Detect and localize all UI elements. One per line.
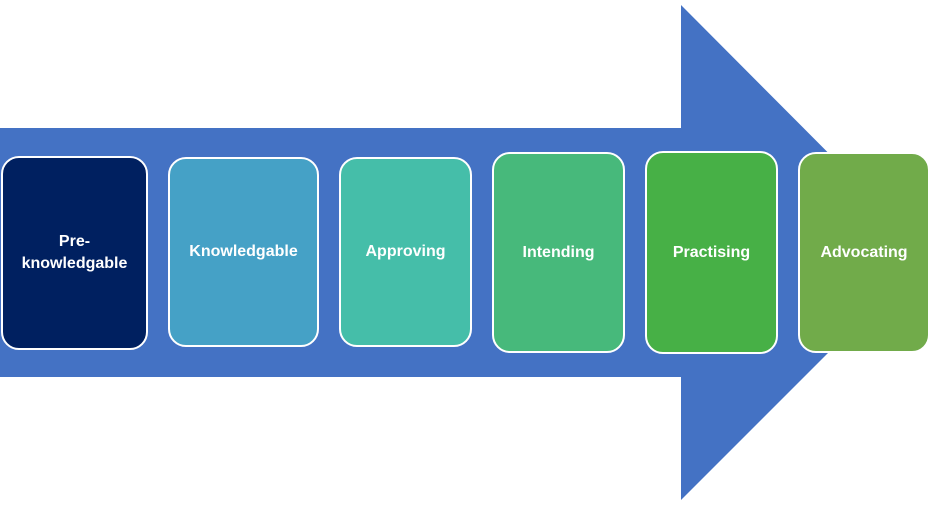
stage-intending: Intending — [492, 152, 625, 353]
stage-advocating: Advocating — [798, 152, 928, 353]
stage-label: Knowledgable — [189, 243, 298, 260]
stage-label: Intending — [522, 243, 595, 261]
stage-label: Approving — [365, 243, 446, 260]
stage-approving: Approving — [339, 157, 472, 347]
stage-pre-knowledgable: Pre- knowledgable — [1, 156, 148, 350]
stage-knowledgable: Knowledgable — [168, 157, 319, 347]
stage-practising: Practising — [645, 151, 778, 354]
stage-label: Advocating — [820, 243, 908, 261]
stage-label: Practising — [672, 243, 751, 261]
stage-label: Pre- knowledgable — [21, 233, 128, 272]
